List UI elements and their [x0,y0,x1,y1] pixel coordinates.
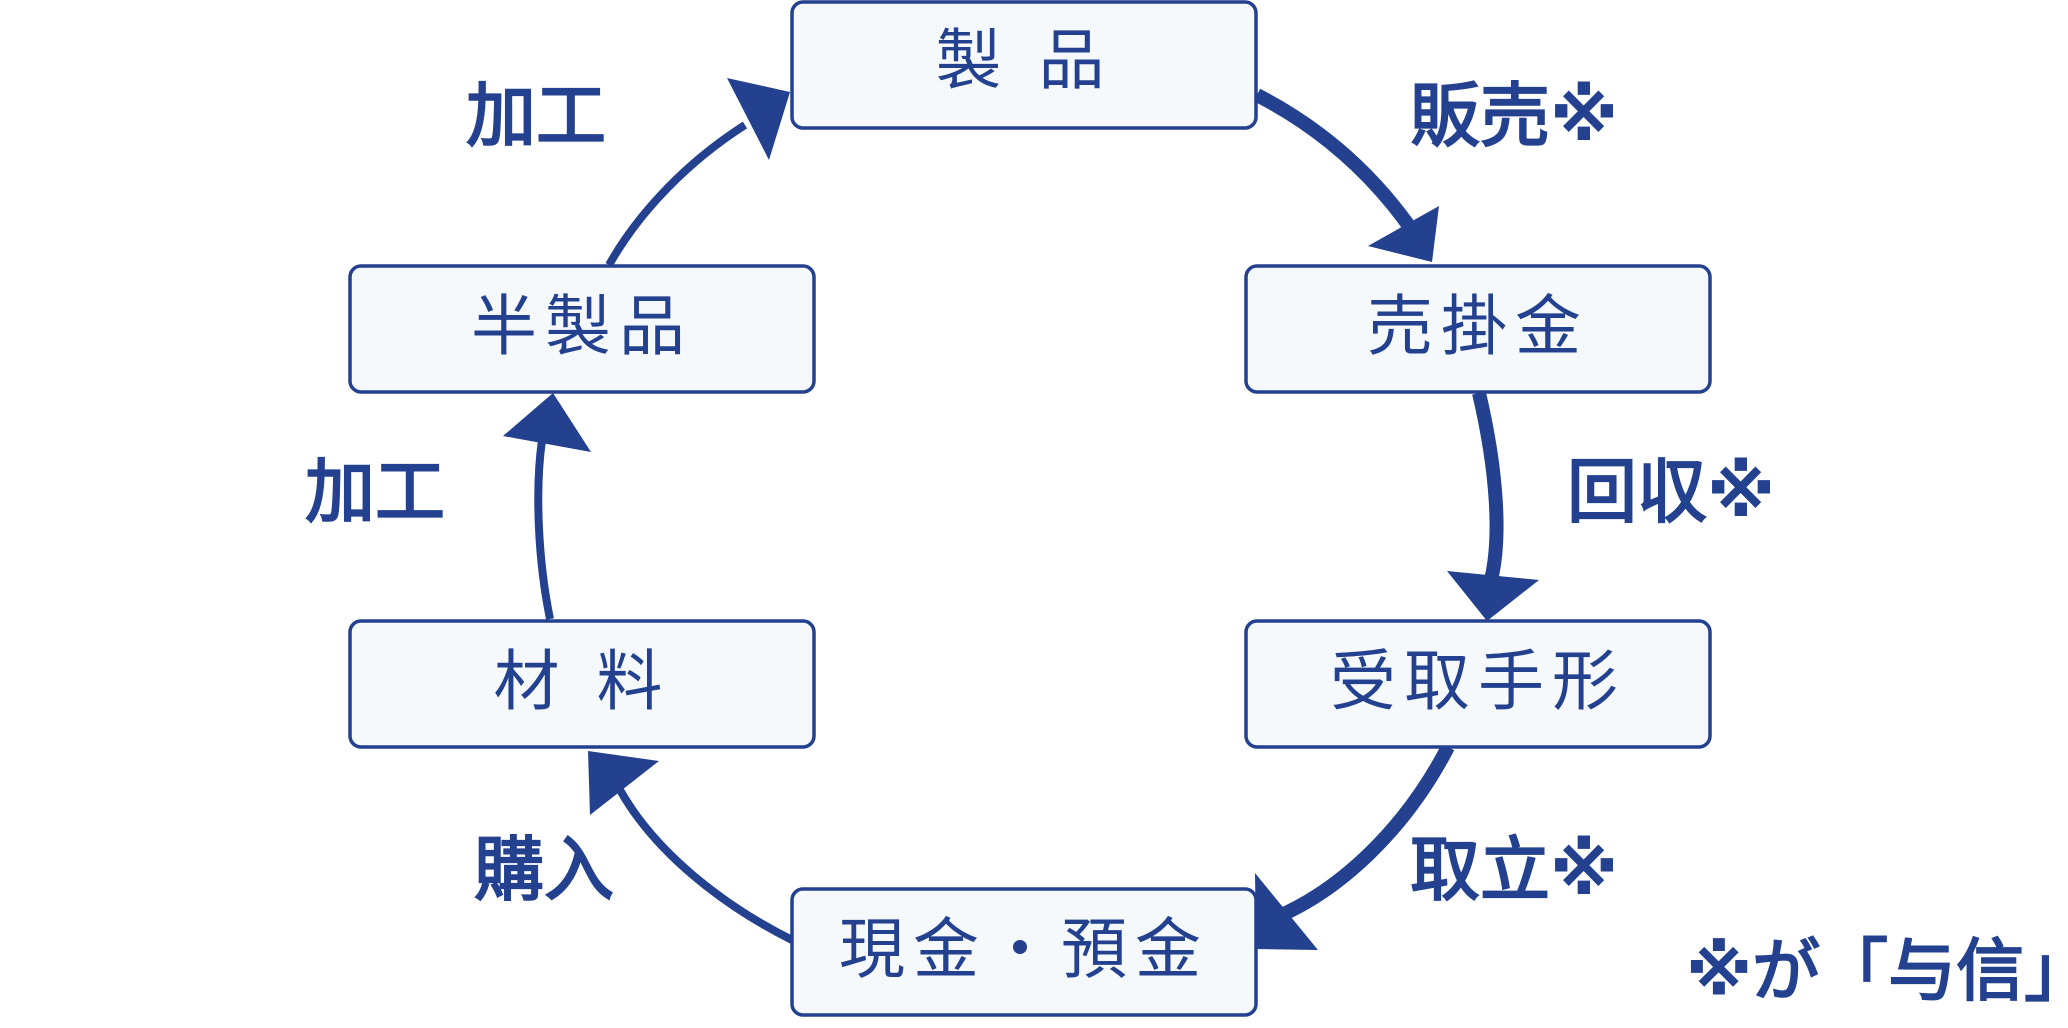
arrow-head-notes-to-cash [1255,873,1318,950]
arrow-notes-to-cash [1274,743,1455,924]
arrow-head-semi-to-product [727,78,790,160]
node-notes-receivable-label: 受取手形 [1330,643,1626,720]
arrow-ar-to-notes [1472,391,1504,586]
node-cash-deposits [790,887,1258,1017]
arrow-head-cash-to-materials [588,751,659,815]
node-accounts-receivable [1244,264,1712,394]
arrow-cash-to-materials [616,788,794,944]
edge-label-processing-lower: 加工 [305,451,445,533]
node-product-label: 製 品 [936,22,1113,99]
node-notes-receivable [1244,619,1712,749]
edge-label-purchase: 購入 [474,829,614,911]
node-materials [348,619,816,749]
node-product [790,0,1258,130]
node-materials-label: 材 料 [494,643,671,720]
edge-label-processing-upper: 加工 [466,75,606,157]
edge-label-collection-bills: 取立※ [1410,829,1618,911]
edge-label-collection: 回収※ [1567,451,1775,533]
credit-note: ※が「与信」 [1686,933,2068,1012]
arrow-product-to-ar [1253,88,1428,249]
arrow-head-ar-to-notes [1447,571,1539,621]
node-semi-finished [348,264,816,394]
arrow-materials-to-semi [534,439,554,620]
arrow-head-materials-to-semi [503,393,591,452]
node-cash-deposits-label: 現金・預金 [839,911,1209,988]
arrow-head-product-to-ar [1368,206,1439,262]
edge-label-sales: 販売※ [1410,75,1618,157]
arrow-semi-to-product [605,121,748,267]
node-accounts-receivable-label: 売掛金 [1367,288,1589,365]
node-semi-finished-label: 半製品 [471,288,693,365]
